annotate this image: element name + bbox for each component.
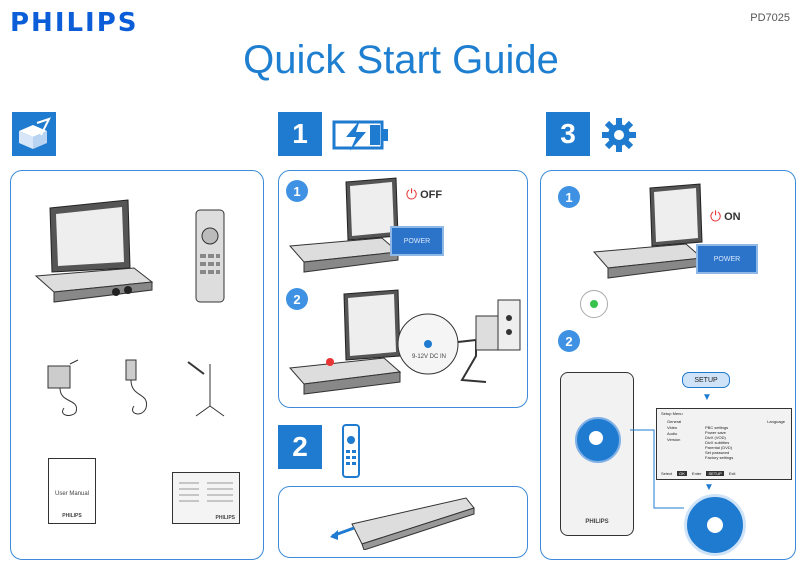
setup-menu-categories: General Video Audio Version: [667, 419, 681, 443]
option-factory[interactable]: Factory settings: [705, 455, 734, 460]
menu-item-video[interactable]: Video: [667, 425, 678, 430]
remote-icon: [342, 424, 360, 478]
setup-power-button-callout: POWER: [696, 244, 758, 274]
battery-charge-icon: [332, 120, 388, 151]
power-button-callout: POWER: [390, 226, 444, 256]
setup-button-callout: SETUP: [682, 372, 730, 388]
remote-brand: PHILIPS: [585, 519, 609, 525]
setup-menu-footer: Select OK Enter SETUP Exit: [661, 471, 735, 476]
menu-item-audio[interactable]: Audio: [667, 431, 678, 436]
callout-lines: [630, 429, 684, 509]
footer-ok: OK: [677, 471, 687, 476]
power-section-number: 1: [278, 112, 322, 156]
menu-item-general[interactable]: General: [667, 419, 682, 424]
player-closed-illustration: [288, 177, 400, 273]
booklet-illustration: PHILIPS: [172, 472, 240, 524]
stand-illustration: [187, 361, 225, 417]
setup-remote-illustration: PHILIPS: [560, 372, 634, 536]
box-icon: [19, 117, 51, 149]
setup-menu-title: Setup Menu: [661, 411, 683, 416]
power-off-indicator: ⏻ OFF: [406, 186, 442, 203]
manual-label: User Manual: [54, 491, 89, 497]
navigation-pad-callout: [684, 494, 746, 556]
player-charging-illustration: [288, 289, 402, 395]
remote-illustration: [195, 209, 225, 303]
option-parental[interactable]: Parental (DVD): [705, 445, 733, 450]
ok-key-callout: [707, 517, 723, 533]
power-on-indicator: ⏻ ON: [710, 208, 741, 225]
power-icon-on: ⏻: [710, 208, 722, 224]
power-step-2: 2: [286, 288, 308, 310]
brand-logo: PHILIPS: [10, 8, 139, 38]
power-icon: ⏻: [406, 186, 418, 202]
setup-step-2: 2: [558, 330, 580, 352]
option-pbc[interactable]: PBC settings: [705, 425, 729, 430]
car-adapter-illustration: [125, 359, 148, 415]
player-setup-illustration: [592, 183, 704, 279]
off-label: OFF: [420, 188, 443, 201]
page-title: Quick Start Guide: [243, 38, 559, 82]
option-power-save[interactable]: Power save: [705, 430, 726, 435]
dc-input-label: 9-12V DC IN: [412, 354, 447, 360]
remote-battery-tab-illustration: [330, 497, 475, 550]
power-step-1: 1: [286, 180, 308, 202]
arrow-down-icon: ▼: [702, 392, 712, 403]
on-label: ON: [724, 210, 741, 223]
footer-exit: Exit: [728, 471, 736, 476]
arrow-down-icon-2: ▼: [704, 482, 714, 493]
setup-menu-language: Language: [767, 419, 785, 424]
remote-section-number: 2: [278, 425, 322, 469]
user-manual-illustration: User Manual PHILIPS: [48, 458, 96, 524]
setup-step-1: 1: [558, 186, 580, 208]
dc-input-illustration: [397, 299, 521, 383]
setup-menu-screen: Setup Menu General Video Audio Version L…: [656, 408, 792, 480]
dvd-player-illustration: [34, 199, 154, 303]
footer-setup: SETUP: [706, 471, 724, 476]
power-led-green: [590, 300, 598, 308]
option-divx-vod[interactable]: DivX (VOD): [705, 435, 726, 440]
footer-enter: Enter: [691, 471, 702, 476]
booklet-lines: [179, 482, 233, 502]
option-divx-subtitles[interactable]: DivX subtitles: [705, 440, 730, 445]
setup-section-number: 3: [546, 112, 590, 156]
menu-item-version[interactable]: Version: [667, 437, 681, 442]
booklet-brand: PHILIPS: [215, 515, 235, 521]
setup-menu-options: PBC settings Power save DivX (VOD) DivX …: [705, 425, 733, 460]
model-number: PD7025: [750, 12, 790, 24]
charging-led-red: [326, 358, 334, 366]
remote-ok-key: [589, 431, 603, 445]
footer-select: Select: [661, 471, 673, 476]
option-password[interactable]: Set password: [705, 450, 730, 455]
manual-brand: PHILIPS: [62, 513, 82, 519]
gear-icon: [602, 118, 636, 152]
ac-adapter-illustration: [47, 359, 79, 416]
power-led-callout: [580, 290, 608, 318]
box-badge: [12, 112, 56, 156]
